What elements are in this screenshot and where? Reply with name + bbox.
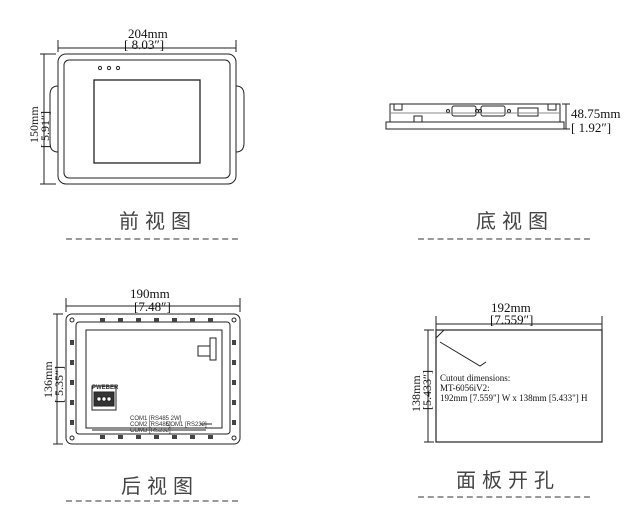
bottom-depth-mm: 48.75mm <box>571 106 621 121</box>
cutout-caption: 面板开孔 <box>456 468 560 492</box>
bottom-view-drawing <box>385 103 570 130</box>
bottom-depth-in: [ 1.92″] <box>571 120 612 135</box>
bottom-view-caption: 底视图 <box>476 209 554 233</box>
cutout-width-mm: 192mm <box>491 300 531 315</box>
front-width-in: [ 8.03″] <box>124 37 165 52</box>
rear-port-com1-rs485: COM1 [RS485 2W] <box>130 416 182 422</box>
rear-port-com3: COM3 [RS232] <box>130 428 171 434</box>
rear-width-mm: 190mm <box>130 286 170 301</box>
rear-port-com1-rs232: COM1 [RS232] <box>166 422 207 428</box>
rear-view-drawing <box>53 298 241 445</box>
cutout-drawing <box>424 316 603 443</box>
front-view-drawing <box>40 40 245 185</box>
rear-view-caption: 后视图 <box>121 474 199 498</box>
rear-width-in: [7.48″] <box>134 299 171 314</box>
cutout-caption-underline <box>418 496 590 498</box>
cutout-width-in: [7.559″] <box>490 312 534 327</box>
cutout-title: Cutout dimensions: <box>440 373 511 383</box>
front-height-in: [ 5.91″] <box>38 111 52 148</box>
front-width-mm: 204mm <box>128 26 168 41</box>
front-caption-underline <box>66 238 238 240</box>
cutout-model: MT-6056iV2: <box>440 383 490 393</box>
bottom-caption-underline <box>418 238 590 240</box>
rear-port-com2: COM2 [RS485] <box>130 422 171 428</box>
rear-caption-underline <box>66 500 238 502</box>
rear-brand-label: PWEBER <box>92 385 119 391</box>
rear-height-in: [ 5.35″] <box>52 366 66 403</box>
cutout-size: 192mm [7.559"] W x 138mm [5.433"] H <box>440 393 588 403</box>
front-view-caption: 前视图 <box>119 209 197 233</box>
cutout-height-in: [5.433″] <box>420 370 434 410</box>
